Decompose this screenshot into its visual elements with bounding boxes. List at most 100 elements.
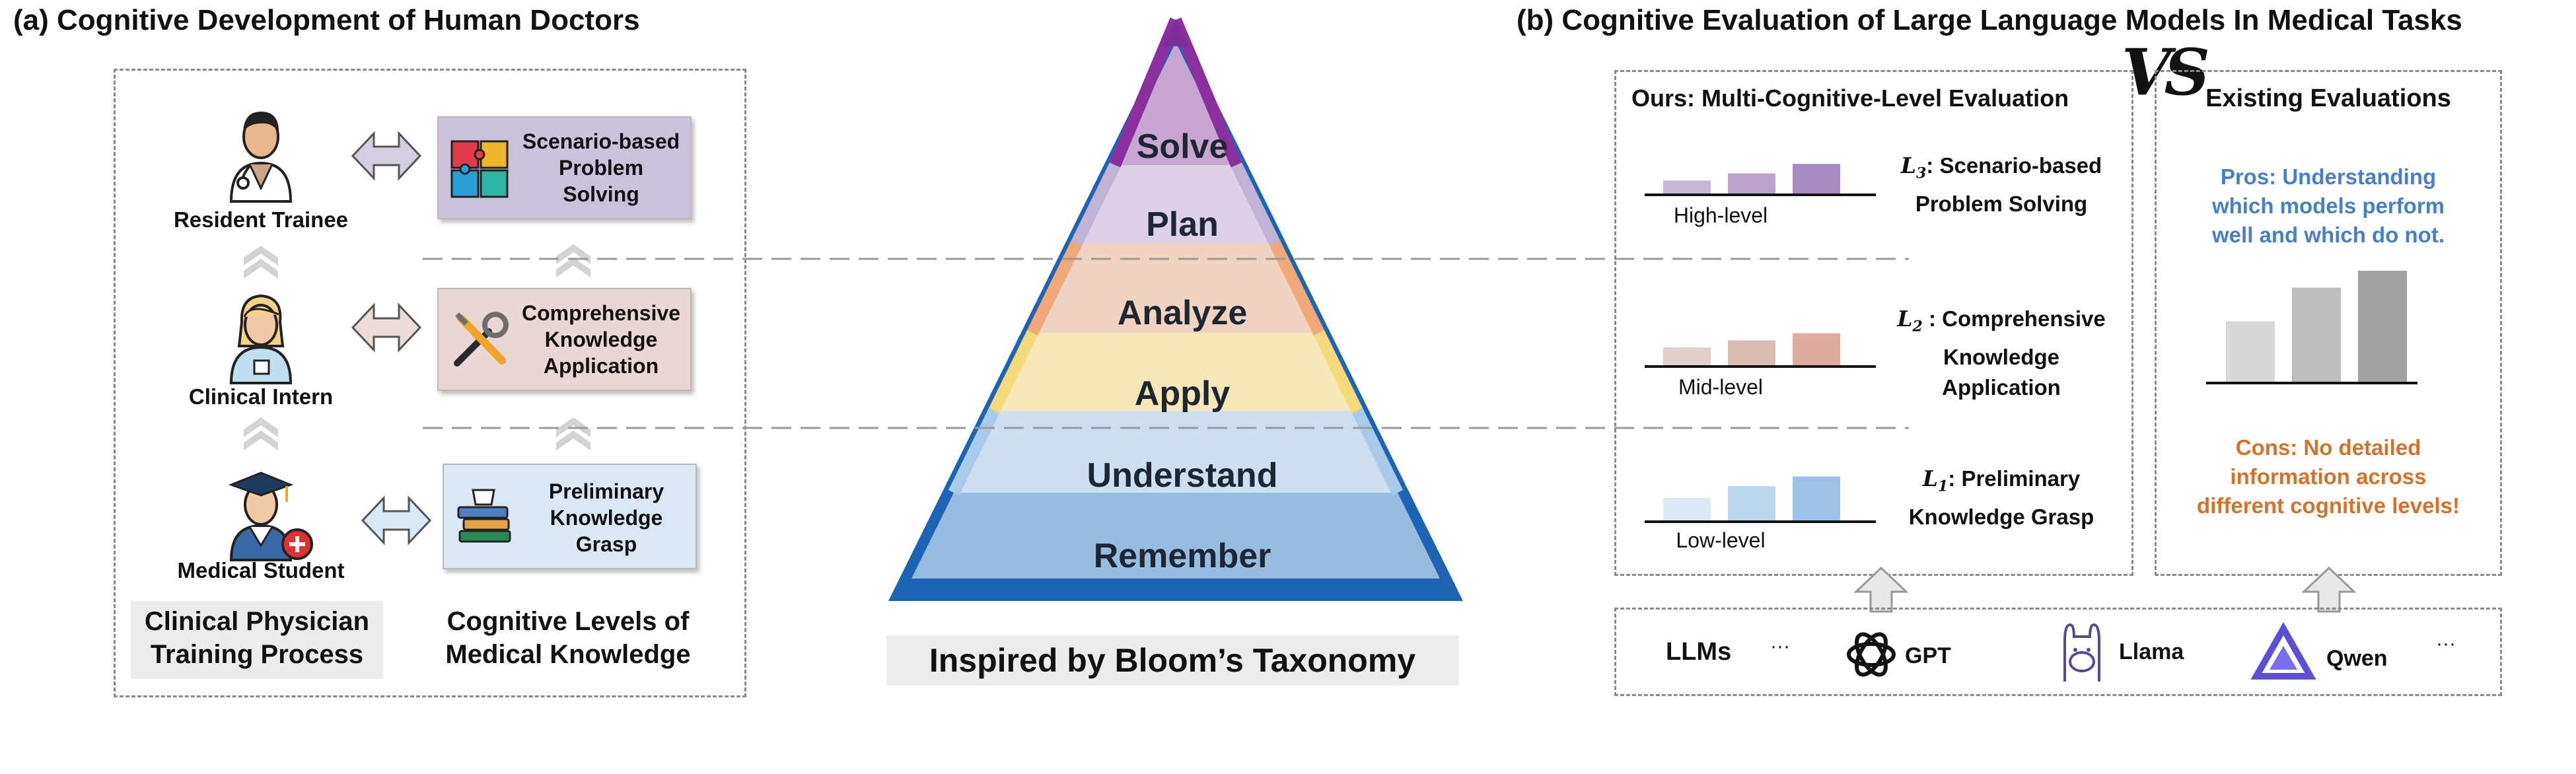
- pyramid-level-solve: Solve: [1136, 127, 1229, 166]
- model-gpt: GPT: [1905, 643, 1951, 668]
- level-desc-line: : Preliminary: [1948, 466, 2081, 491]
- bar-mid-level-3: [1793, 333, 1840, 367]
- knowledge-box-comprehensive: Comprehensive Knowledge Application: [437, 288, 692, 391]
- level-tag: L: [1897, 306, 1913, 332]
- pyramid-level-understand: Understand: [1087, 456, 1278, 495]
- level-tag: L: [1900, 153, 1916, 178]
- medical-student-avatar: [228, 472, 313, 561]
- level-name-low: Low-level: [1676, 528, 1766, 552]
- chevron-up-icon: [244, 246, 278, 279]
- footer-line: Clinical Physician: [144, 607, 370, 636]
- pros-line: well and which do not.: [2212, 223, 2445, 247]
- pyramid-level-remember: Remember: [1093, 537, 1271, 575]
- level-desc-l3: L3: Scenario-based Problem Solving: [1882, 151, 2120, 219]
- books-icon: [457, 489, 511, 543]
- model-qwen: Qwen: [2326, 646, 2388, 671]
- pyramid-level-plan: Plan: [1146, 205, 1219, 244]
- level-desc-l2: L2 : Comprehensive Knowledge Application: [1882, 304, 2120, 403]
- cons-line: different cognitive levels!: [2197, 493, 2460, 518]
- bloom-pyramid: [888, 17, 1463, 601]
- knowledge-label-line: Preliminary: [548, 479, 664, 503]
- level-desc-line: Knowledge Grasp: [1908, 504, 2094, 529]
- up-arrow-icon: [1853, 566, 1909, 613]
- double-arrow-icon: [351, 131, 422, 181]
- up-arrow-icon: [2301, 566, 2357, 613]
- bar-mid-level-2: [1728, 340, 1775, 367]
- panel-a-frame: [114, 69, 746, 697]
- vs-logo: VS: [2122, 35, 2210, 110]
- llms-ellipsis-end: ···: [2436, 633, 2456, 654]
- llama-logo-icon: [2063, 623, 2100, 682]
- llms-frame: [1614, 608, 2502, 696]
- level-desc-line: : Scenario-based: [1926, 153, 2102, 178]
- knowledge-box-preliminary: Preliminary Knowledge Grasp: [443, 464, 697, 569]
- panel-a-title: (a) Cognitive Development of Human Docto…: [13, 4, 640, 36]
- pyramid-caption: Inspired by Bloom’s Taxonomy: [886, 635, 1458, 686]
- level-name-mid: Mid-level: [1678, 375, 1764, 399]
- bar-high-level-1: [1663, 180, 1711, 195]
- tools-icon: [454, 312, 509, 367]
- gpt-logo-icon: [1847, 632, 1896, 677]
- double-arrow-icon: [351, 302, 422, 353]
- level-desc-l1: L1: Preliminary Knowledge Grasp: [1882, 464, 2120, 532]
- cons-text: Cons: No detailed information across dif…: [2160, 433, 2497, 520]
- bar-high-level-2: [1728, 173, 1775, 195]
- footer-clinical-physician: Clinical Physician Training Process: [131, 601, 383, 679]
- llms-ellipsis: ···: [1770, 635, 1790, 657]
- knowledge-label-line: Knowledge: [544, 328, 658, 351]
- bar-low-level-2: [1728, 486, 1775, 522]
- bar-existing-3: [2358, 271, 2407, 383]
- footer-line: Training Process: [150, 640, 364, 669]
- bar-mid-level-1: [1663, 347, 1711, 367]
- puzzle-icon: [450, 140, 509, 198]
- panel-b-title: (b) Cognitive Evaluation of Large Langua…: [1517, 4, 2462, 36]
- knowledge-label-line: Grasp: [575, 532, 637, 556]
- clinical-intern-avatar: [229, 294, 293, 384]
- footer-cognitive-levels: Cognitive Levels of Medical Knowledge: [436, 601, 700, 679]
- existing-title: Existing Evaluations: [2205, 85, 2451, 112]
- cons-line: information across: [2230, 464, 2427, 489]
- pros-line: Pros: Understanding: [2220, 164, 2437, 189]
- existing-bar-chart: [2206, 271, 2417, 384]
- knowledge-label-line: Application: [543, 354, 659, 378]
- level-tag: L: [1922, 466, 1938, 491]
- level-sub: 3: [1915, 164, 1927, 182]
- pros-line: which models perform: [2211, 194, 2445, 218]
- knowledge-label-line: Comprehensive: [521, 301, 681, 325]
- role-clinical-intern: Clinical Intern: [188, 384, 334, 409]
- ours-title: Ours: Multi-Cognitive-Level Evaluation: [1631, 85, 2069, 112]
- resident-trainee-avatar: [229, 112, 293, 203]
- footer-line: Cognitive Levels of: [447, 607, 690, 636]
- level-sub: 2: [1912, 318, 1923, 335]
- bar-high-level-3: [1793, 164, 1840, 195]
- bar-existing-2: [2292, 287, 2341, 383]
- model-llama: Llama: [2119, 639, 2184, 664]
- pros-text: Pros: Understanding which models perform…: [2160, 162, 2497, 250]
- chevron-up-icon: [244, 417, 278, 450]
- footer-line: Medical Knowledge: [445, 640, 691, 669]
- bar-low-level-3: [1793, 476, 1840, 522]
- pyramid-level-apply: Apply: [1134, 374, 1231, 413]
- knowledge-label-line: Scenario-based: [522, 129, 680, 153]
- knowledge-label-line: Problem: [558, 156, 644, 180]
- qwen-logo-icon: [2250, 621, 2316, 680]
- level-desc-line: Knowledge: [1943, 344, 2059, 369]
- knowledge-box-scenario: Scenario-based Problem Solving: [437, 116, 692, 219]
- role-medical-student: Medical Student: [177, 558, 345, 582]
- level-sub: 1: [1937, 477, 1949, 495]
- bar-low-level-1: [1663, 498, 1711, 522]
- level-desc-line: : Comprehensive: [1922, 306, 2106, 331]
- level-desc-line: Problem Solving: [1915, 191, 2088, 216]
- cons-line: Cons: No detailed: [2235, 435, 2421, 460]
- role-resident-trainee: Resident Trainee: [173, 207, 349, 232]
- knowledge-label-line: Knowledge: [550, 506, 663, 530]
- level-name-high: High-level: [1673, 203, 1768, 227]
- llms-label: LLMs: [1666, 638, 1732, 666]
- double-arrow-icon: [361, 495, 432, 545]
- knowledge-label-line: Solving: [563, 182, 639, 206]
- chevron-up-icon: [556, 244, 590, 277]
- level-bar-charts: [1645, 164, 1876, 523]
- level-desc-line: Application: [1942, 374, 2061, 400]
- pyramid-level-analyze: Analyze: [1117, 294, 1248, 332]
